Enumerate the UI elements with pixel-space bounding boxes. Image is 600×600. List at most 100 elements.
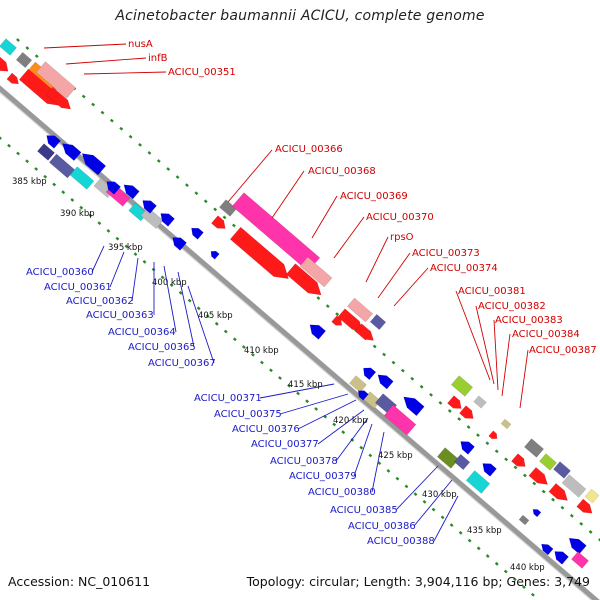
gene-feature[interactable] (69, 166, 95, 190)
tick-dot (512, 577, 517, 582)
gene-label[interactable]: ACICU_00381 (458, 286, 526, 297)
gene-label[interactable]: ACICU_00367 (148, 358, 216, 369)
gene-feature[interactable] (553, 461, 571, 479)
gene-feature[interactable] (539, 541, 554, 556)
gene-feature[interactable] (369, 313, 387, 331)
gene-feature[interactable] (0, 56, 12, 76)
gene-feature[interactable] (157, 210, 175, 227)
gene-feature[interactable] (139, 197, 157, 214)
gene-feature[interactable] (140, 206, 164, 230)
gene-label[interactable]: ACICU_00366 (275, 144, 343, 155)
gene-feature[interactable] (528, 466, 551, 488)
gene-feature[interactable] (59, 139, 82, 162)
gene-feature[interactable] (465, 470, 491, 494)
gene-feature[interactable] (566, 534, 587, 555)
gene-label[interactable]: ACICU_00378 (270, 456, 338, 467)
tick-dot (0, 136, 2, 140)
gene-feature[interactable] (48, 153, 76, 179)
gene-label[interactable]: ACICU_00373 (412, 248, 480, 259)
gene-label[interactable]: ACICU_00382 (478, 301, 546, 312)
gene-feature[interactable] (0, 38, 17, 56)
gene-feature[interactable] (189, 225, 204, 240)
gene-label[interactable]: ACICU_00363 (86, 310, 154, 321)
gene-feature[interactable] (450, 375, 474, 397)
tick-dot (160, 275, 165, 280)
gene-label[interactable]: ACICU_00386 (348, 521, 416, 532)
gene-label[interactable]: ACICU_00388 (367, 536, 435, 547)
gene-feature[interactable] (375, 371, 394, 390)
gene-label[interactable]: ACICU_00365 (128, 342, 196, 353)
gene-feature[interactable] (488, 430, 500, 442)
gene-label[interactable]: ACICU_00376 (232, 424, 300, 435)
gene-feature[interactable] (383, 404, 417, 436)
gene-feature[interactable] (459, 405, 476, 423)
gene-feature[interactable] (169, 234, 187, 251)
gene-label[interactable]: ACICU_00375 (214, 409, 282, 420)
gene-feature[interactable] (436, 447, 460, 469)
gene-feature[interactable] (331, 315, 345, 329)
gene-feature[interactable] (584, 488, 600, 504)
gene-label[interactable]: ACICU_00374 (430, 263, 498, 274)
gene-feature[interactable] (78, 149, 107, 176)
tick-dot (106, 229, 111, 233)
gene-feature[interactable] (299, 256, 333, 288)
gene-feature[interactable] (45, 86, 74, 113)
gene-label[interactable]: ACICU_00380 (308, 487, 376, 498)
gene-label[interactable]: ACICU_00360 (26, 267, 94, 278)
gene-label[interactable]: ACICU_00385 (330, 505, 398, 516)
gene-feature[interactable] (229, 226, 294, 285)
tick-dot (97, 221, 102, 226)
gene-feature[interactable] (211, 215, 228, 233)
gene-label[interactable]: ACICU_00364 (108, 327, 176, 338)
gene-label[interactable]: ACICU_00362 (66, 296, 134, 307)
gene-feature[interactable] (453, 453, 471, 471)
gene-feature[interactable] (548, 482, 571, 504)
gene-feature[interactable] (561, 474, 587, 498)
gene-feature[interactable] (511, 453, 528, 471)
gene-feature[interactable] (35, 61, 77, 99)
gene-feature[interactable] (531, 507, 542, 518)
gene-feature[interactable] (306, 321, 327, 340)
gene-feature[interactable] (457, 438, 475, 455)
gene-feature[interactable] (354, 323, 377, 345)
gene-feature[interactable] (400, 392, 425, 417)
gene-label[interactable]: ACICU_00379 (289, 471, 357, 482)
gene-label[interactable]: ACICU_00383 (495, 315, 563, 326)
gene-label[interactable]: ACICU_00384 (512, 329, 580, 340)
gene-label[interactable]: ACICU_00377 (251, 439, 319, 450)
tick-dot (213, 207, 218, 212)
gene-feature[interactable] (523, 438, 545, 458)
gene-feature[interactable] (103, 178, 121, 195)
gene-feature[interactable] (43, 132, 61, 149)
gene-feature[interactable] (15, 51, 33, 69)
gene-feature[interactable] (518, 514, 530, 526)
gene-label[interactable]: ACICU_00371 (194, 393, 262, 404)
gene-label[interactable]: ACICU_00351 (168, 67, 236, 78)
scale-label: 395 kbp (108, 243, 143, 253)
gene-feature[interactable] (479, 460, 497, 477)
gene-feature[interactable] (551, 548, 569, 565)
gene-feature[interactable] (539, 453, 557, 471)
gene-feature[interactable] (37, 143, 55, 161)
gene-label[interactable]: ACICU_00387 (529, 345, 597, 356)
gene-label[interactable]: ACICU_00369 (340, 191, 408, 202)
gene-feature[interactable] (209, 249, 220, 260)
gene-feature[interactable] (356, 388, 369, 401)
gene-feature[interactable] (500, 418, 512, 430)
gene-feature[interactable] (447, 395, 464, 413)
gene-label[interactable]: rpsO (390, 232, 414, 243)
gene-label[interactable]: ACICU_00368 (308, 166, 376, 177)
gene-feature[interactable] (346, 297, 374, 323)
tick-dot (440, 515, 445, 520)
gene-feature[interactable] (6, 72, 21, 87)
gene-feature[interactable] (360, 364, 377, 381)
gene-feature[interactable] (571, 551, 589, 569)
gene-feature[interactable] (576, 498, 596, 517)
gene-feature[interactable] (121, 181, 140, 200)
gene-label[interactable]: ACICU_00370 (366, 212, 434, 223)
gene-label[interactable]: ACICU_00361 (44, 282, 112, 293)
gene-feature[interactable] (473, 395, 487, 409)
gene-label[interactable]: infB (148, 53, 168, 64)
gene-label[interactable]: nusA (128, 39, 153, 50)
gene-feature[interactable] (285, 263, 325, 301)
